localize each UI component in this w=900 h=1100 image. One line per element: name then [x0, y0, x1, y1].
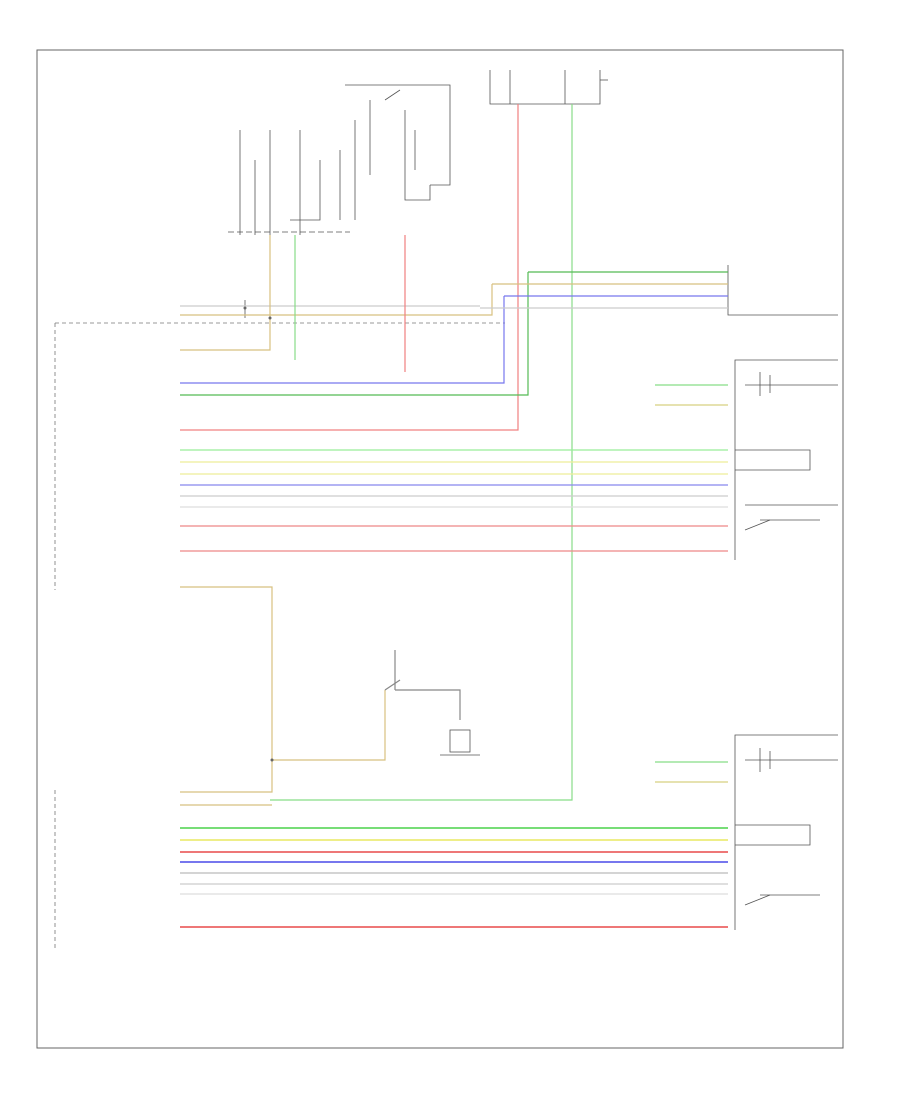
wire-green-fuse [270, 104, 573, 801]
battery-symbol [440, 729, 480, 756]
wire-red-fuse [180, 104, 519, 431]
splice-dots [243, 306, 274, 762]
fuse-block [489, 70, 608, 105]
sensor-lower [734, 734, 838, 930]
sensor-upper [734, 359, 838, 560]
diagram-border [36, 49, 844, 1049]
steering-switch-connector [727, 265, 838, 316]
top-switch-assembly [228, 84, 451, 318]
wires [180, 104, 728, 928]
wire-tan-link [180, 586, 273, 793]
